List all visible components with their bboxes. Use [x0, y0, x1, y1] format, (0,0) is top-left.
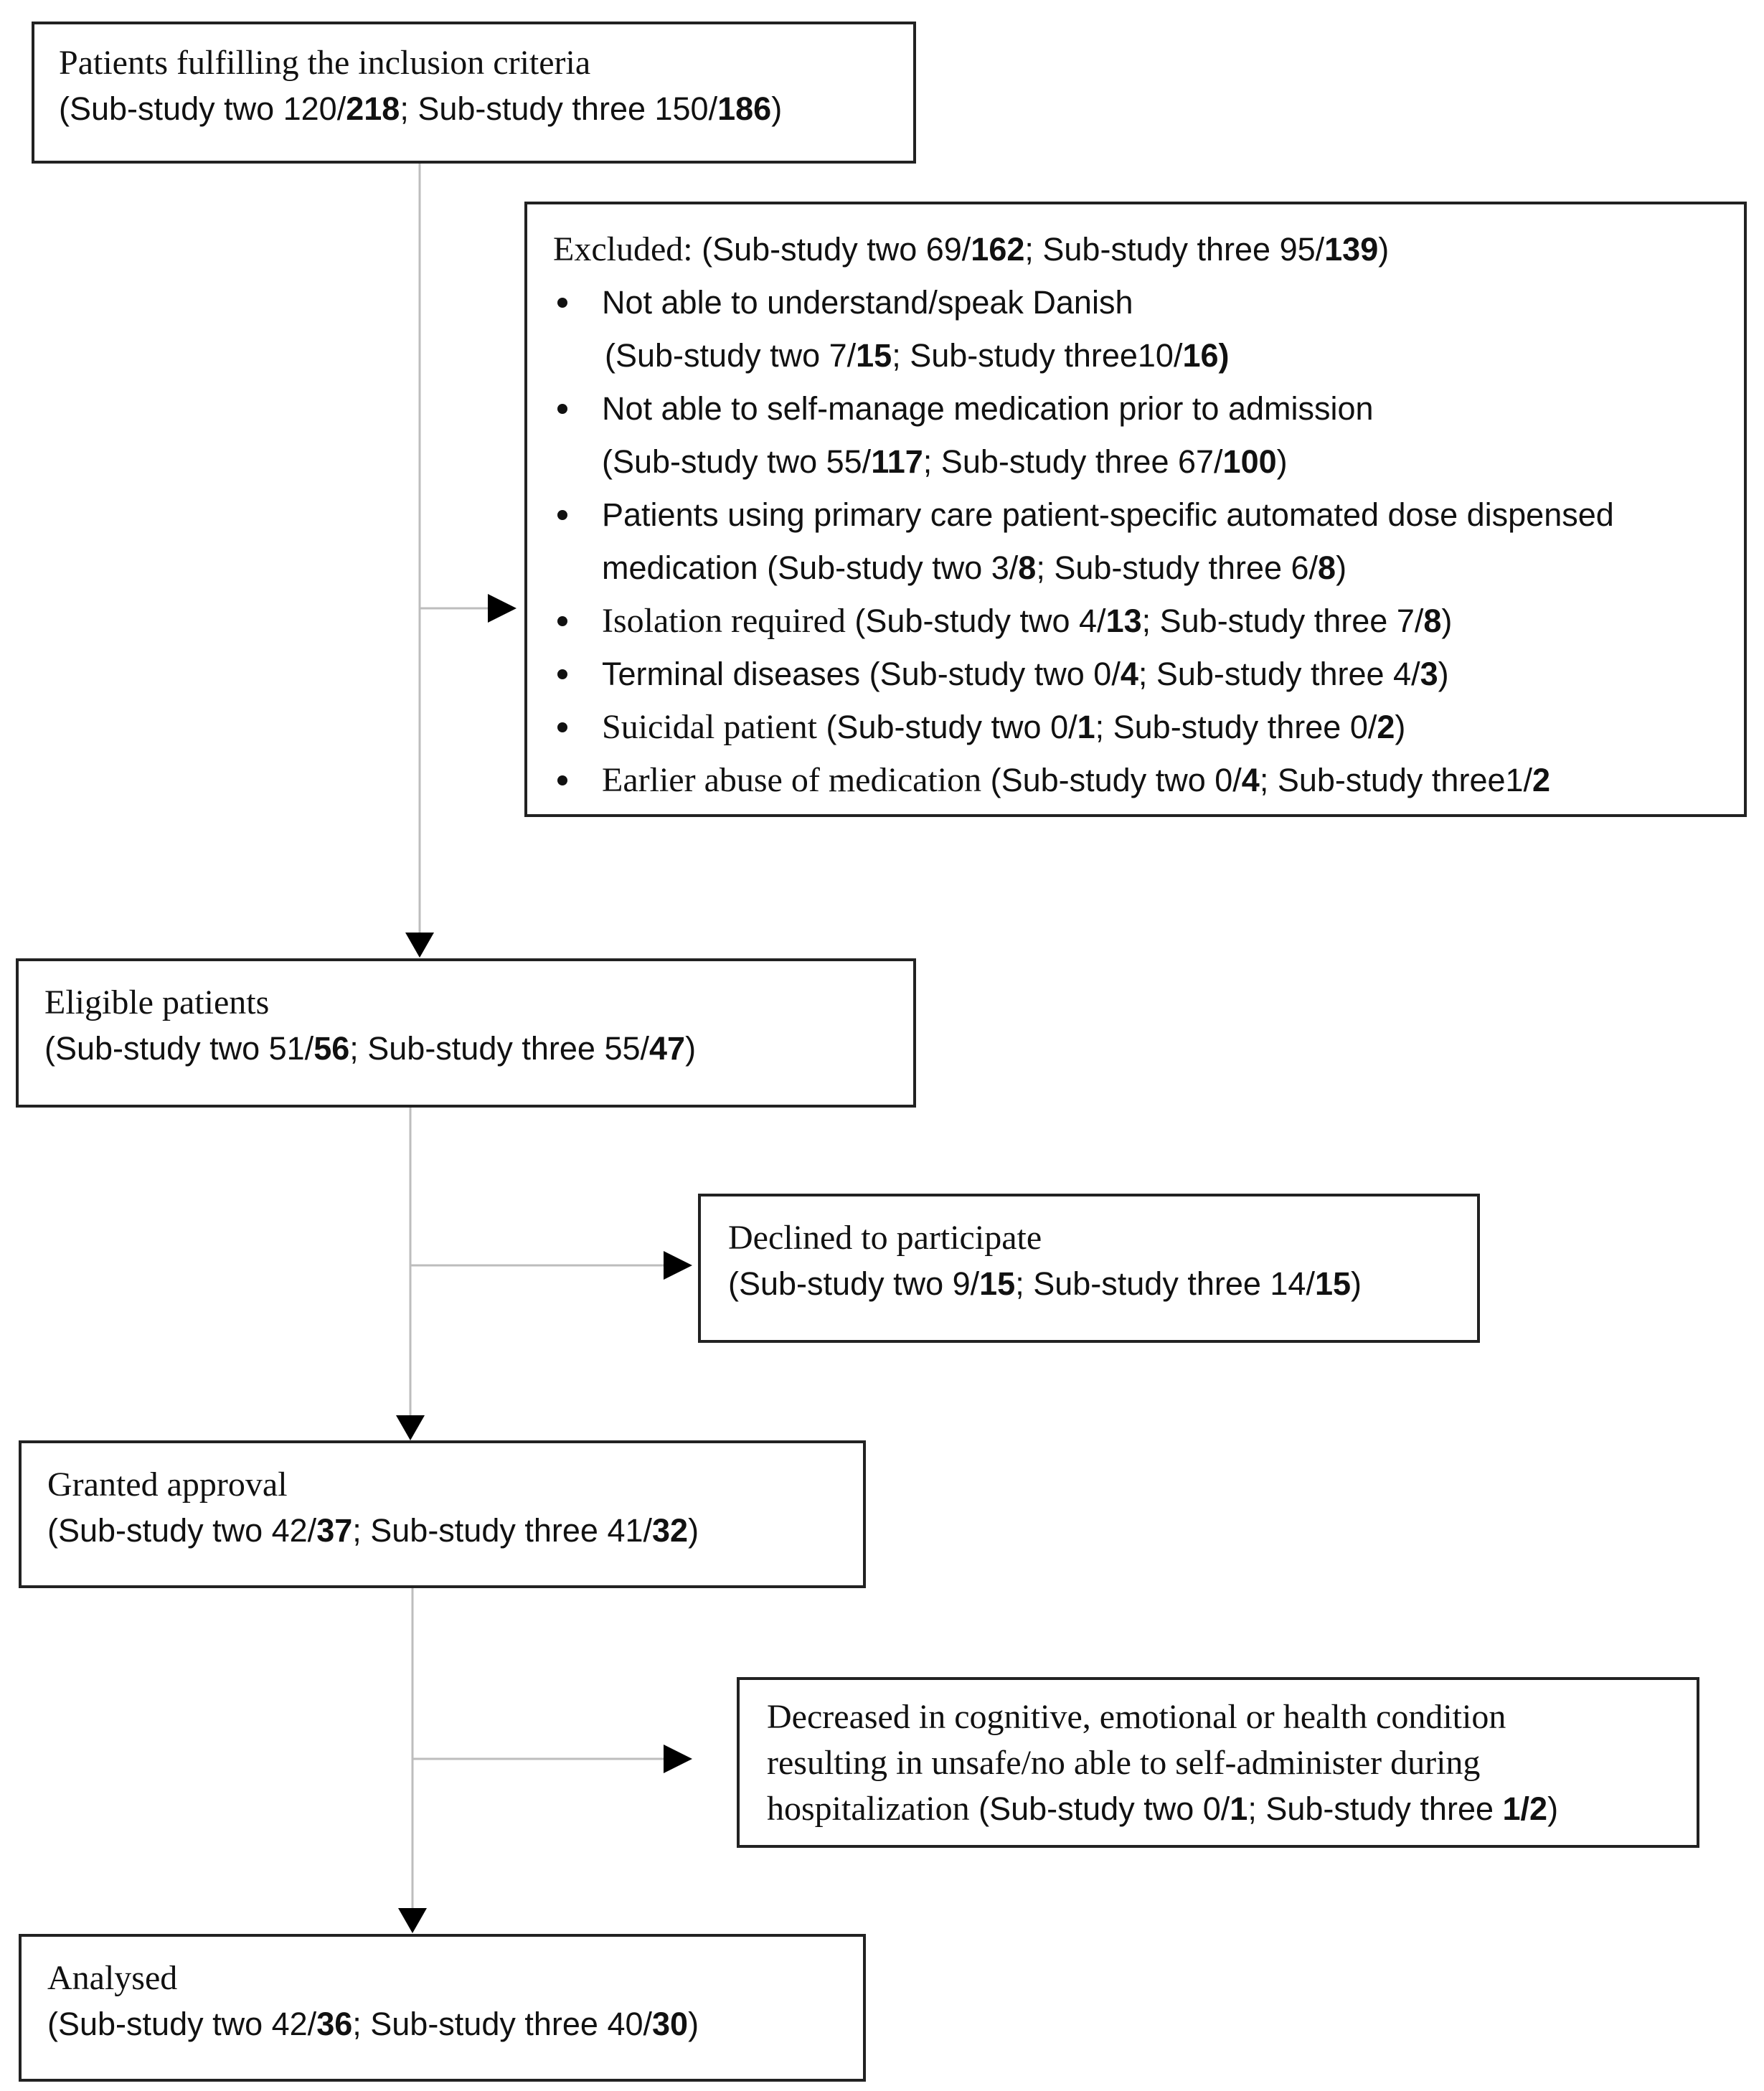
analysed-counts: (Sub-study two 42/36; Sub-study three 40…: [47, 2006, 699, 2042]
approved-counts: (Sub-study two 42/37; Sub-study three 41…: [47, 1512, 699, 1549]
exclusion-reason-isolation: Isolation required (Sub-study two 4/13; …: [553, 595, 1730, 648]
granted-approval-box: Granted approval (Sub-study two 42/37; S…: [19, 1440, 866, 1588]
exclusion-reason-self-manage: Not able to self-manage medication prior…: [553, 382, 1730, 488]
decreased-line-3: hospitalization (Sub-study two 0/1; Sub-…: [767, 1790, 1559, 1828]
inclusion-criteria-box: Patients fulfilling the inclusion criter…: [32, 22, 916, 164]
analysed-title: Analysed: [47, 1959, 178, 1997]
decreased-condition-box: Decreased in cognitive, emotional or hea…: [737, 1677, 1699, 1848]
analysed-box: Analysed (Sub-study two 42/36; Sub-study…: [19, 1934, 866, 2082]
arrowhead-excluded: [488, 594, 517, 623]
exclusion-reason-language: Not able to understand/speak Danish (Sub…: [553, 276, 1730, 382]
excluded-header: Excluded: (Sub-study two 69/162; Sub-stu…: [553, 230, 1390, 268]
declined-box: Declined to participate (Sub-study two 9…: [698, 1194, 1480, 1343]
arrowhead-declined: [664, 1251, 692, 1280]
inclusion-counts: (Sub-study two 120/218; Sub-study three …: [59, 90, 783, 127]
arrowhead-analysed: [398, 1908, 427, 1933]
exclusion-reason-list: Not able to understand/speak Danish (Sub…: [553, 276, 1730, 807]
arrowhead-eligible: [405, 933, 434, 958]
declined-title: Declined to participate: [728, 1219, 1042, 1257]
excluded-box: Excluded: (Sub-study two 69/162; Sub-stu…: [524, 202, 1747, 817]
arrowhead-decreased: [664, 1745, 692, 1773]
decreased-line-1: Decreased in cognitive, emotional or hea…: [767, 1698, 1506, 1736]
eligible-title: Eligible patients: [44, 983, 270, 1021]
eligible-counts: (Sub-study two 51/56; Sub-study three 55…: [44, 1030, 697, 1067]
exclusion-reason-abuse: Earlier abuse of medication (Sub-study t…: [553, 754, 1730, 807]
exclusion-reason-terminal: Terminal diseases (Sub-study two 0/4; Su…: [553, 648, 1730, 701]
arrowhead-approved: [396, 1415, 425, 1440]
approved-title: Granted approval: [47, 1465, 288, 1504]
exclusion-reason-suicidal: Suicidal patient (Sub-study two 0/1; Sub…: [553, 701, 1730, 754]
inclusion-title: Patients fulfilling the inclusion criter…: [59, 44, 591, 82]
declined-counts: (Sub-study two 9/15; Sub-study three 14/…: [728, 1265, 1362, 1302]
exclusion-reason-dose-dispensed: Patients using primary care patient-spec…: [553, 488, 1730, 595]
eligible-patients-box: Eligible patients (Sub-study two 51/56; …: [16, 958, 916, 1108]
decreased-line-2: resulting in unsafe/no able to self-admi…: [767, 1744, 1481, 1782]
